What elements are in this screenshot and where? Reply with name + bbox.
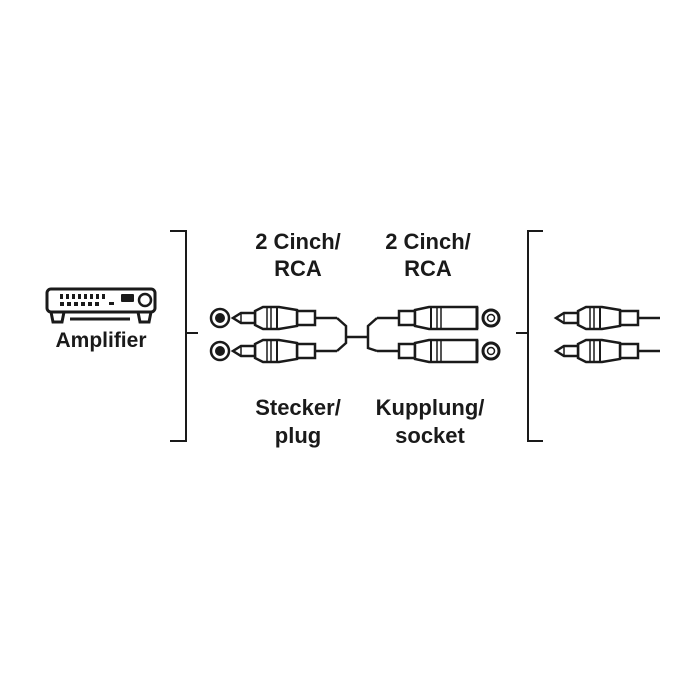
plug-bottom-label-line2: plug: [274, 423, 322, 448]
plug-top-label-line2: RCA: [274, 256, 322, 281]
plug-top-label-line1: 2 Cinch/: [255, 229, 341, 254]
right-bracket: [516, 230, 543, 442]
amplifier-icon: [45, 287, 157, 324]
device-plug-icon: [556, 307, 660, 362]
rca-plug-icon: [233, 307, 337, 362]
output-ring-icon: [481, 308, 501, 361]
plug-bottom-label-line1: Stecker/: [255, 395, 341, 420]
socket-top-label-line2: RCA: [404, 256, 452, 281]
rca-socket-icon: [375, 305, 479, 364]
input-jack-icon: [209, 307, 231, 362]
socket-bottom-label-line2: socket: [395, 423, 465, 448]
socket-top-label-line1: 2 Cinch/: [385, 229, 471, 254]
socket-bottom-label-line1: Kupplung/: [375, 395, 485, 420]
cable-junction: [336, 317, 378, 353]
left-bracket: [170, 230, 198, 442]
amplifier-label: Amplifier: [55, 329, 147, 352]
